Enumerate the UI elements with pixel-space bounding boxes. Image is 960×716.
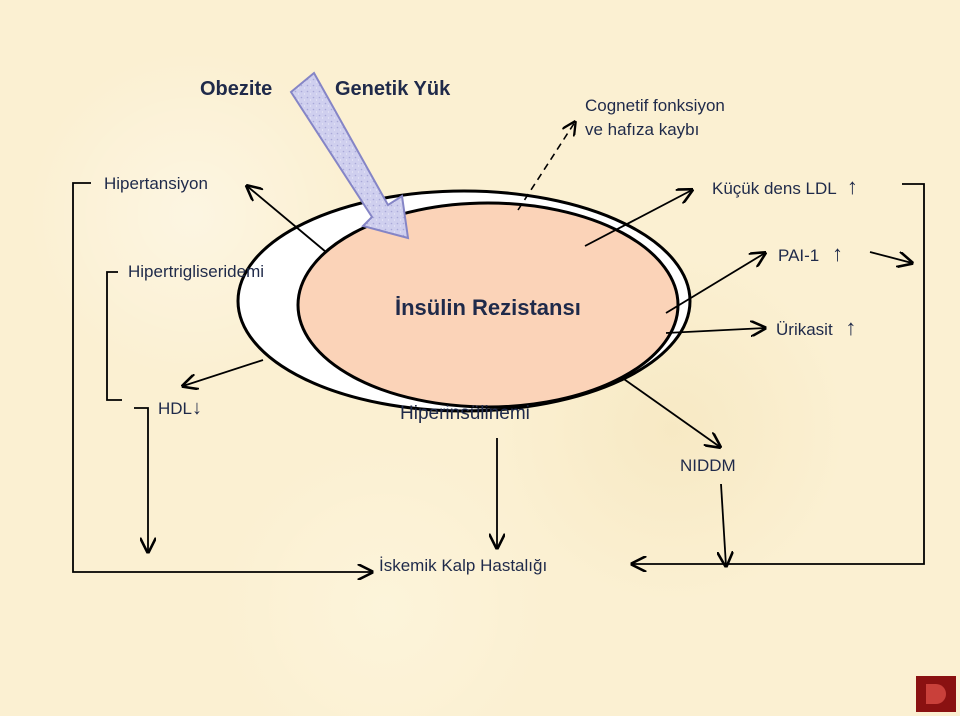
node-kucuk-dens-ldl: Küçük dens LDL ↑ bbox=[712, 174, 858, 199]
node-insulin-rezistansi: İnsülin Rezistansı bbox=[395, 295, 581, 320]
node-urikasit: Ürikasit ↑ bbox=[776, 315, 857, 340]
node-niddm: NIDDM bbox=[680, 456, 736, 475]
edge-cognetif bbox=[517, 122, 575, 211]
urikasit-label: Ürikasit bbox=[776, 320, 833, 339]
corner-logo bbox=[916, 676, 956, 712]
node-iskemik-kalp-hastaligi: İskemik Kalp Hastalığı bbox=[379, 556, 548, 575]
edge-hdl bbox=[183, 359, 264, 386]
edge-niddm-iskemik bbox=[721, 483, 726, 566]
edge-pai1 bbox=[665, 253, 765, 314]
hdl-label: HDL bbox=[158, 399, 193, 418]
node-hiperinsulinemi: Hiperinsülinemi bbox=[400, 403, 530, 424]
edge-kucuk-dens-ldl-iskemik bbox=[632, 183, 925, 564]
node-hipertansiyon: Hipertansiyon bbox=[104, 174, 208, 193]
node-obezite: Obezite bbox=[200, 78, 273, 100]
edge-niddm bbox=[620, 376, 720, 447]
kucuk-dens-ldl-label: Küçük dens LDL bbox=[712, 179, 837, 198]
down-arrow-icon: ↓ bbox=[192, 397, 203, 419]
node-pai1: PAI-1 ↑ bbox=[778, 241, 843, 266]
edge-hipertansiyon-iskemik bbox=[72, 182, 372, 572]
node-cognetif-line1: Cognetif fonksiyon bbox=[585, 96, 725, 115]
node-genetik-yuk: Genetik Yük bbox=[335, 78, 451, 100]
edge-pai1-right bbox=[869, 251, 912, 263]
edge-hipertrigliseridemi-down bbox=[106, 271, 122, 401]
node-hdl: HDL↓ bbox=[158, 398, 202, 419]
pai1-label: PAI-1 bbox=[778, 246, 820, 265]
edge-urikasit bbox=[665, 328, 765, 333]
up-arrow-icon: ↑ bbox=[832, 241, 843, 266]
node-cognetif-line2: ve hafıza kaybı bbox=[585, 120, 700, 139]
edge-hdl-down bbox=[134, 407, 148, 552]
edge-kucuk-dens-ldl bbox=[584, 190, 692, 247]
up-arrow-icon: ↑ bbox=[845, 315, 857, 340]
up-arrow-icon: ↑ bbox=[846, 174, 858, 199]
edge-hipertansiyon bbox=[247, 186, 327, 253]
node-hipertrigliseridemi: Hipertrigliseridemi bbox=[128, 262, 265, 281]
genetik-yuk-block-arrow bbox=[289, 71, 410, 240]
